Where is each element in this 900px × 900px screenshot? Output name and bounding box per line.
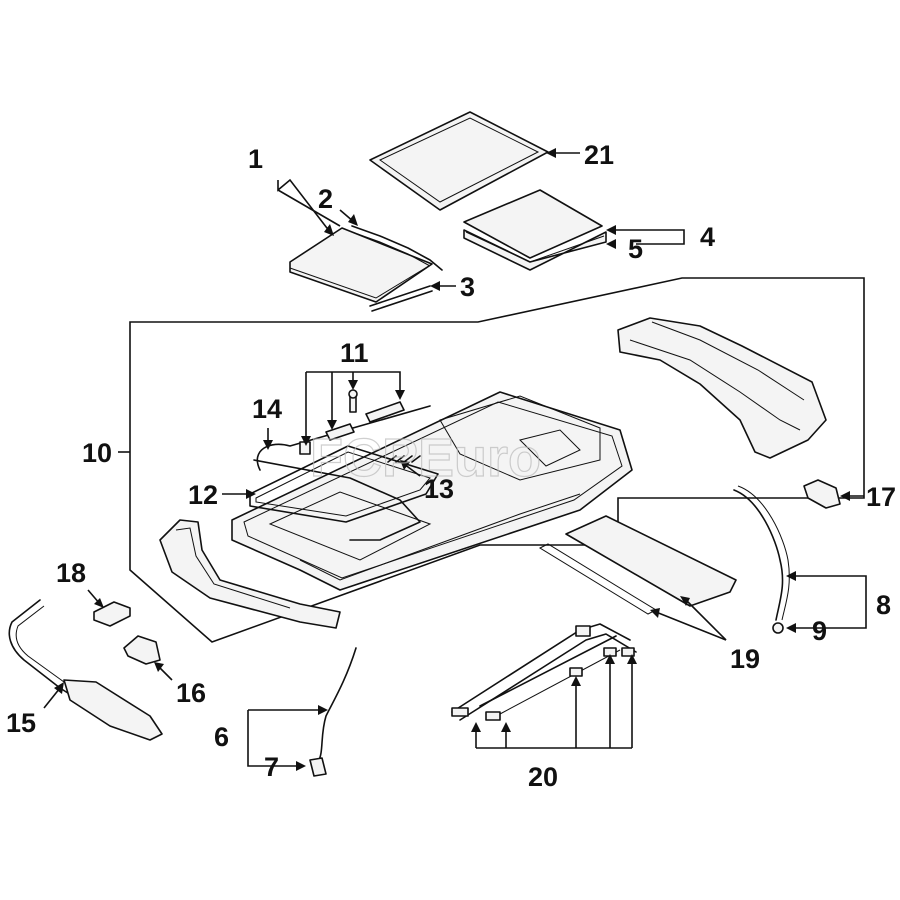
callout-labels: 1 2 3 21 4 5 10 11 14 12 13 17 8 9 19 20… — [6, 140, 896, 792]
part-2-seal — [351, 225, 443, 271]
callout-7: 7 — [264, 752, 279, 782]
part-3-strip — [369, 285, 433, 312]
leader-lines — [43, 148, 867, 771]
part-13-grommets — [387, 455, 421, 463]
part-12-seal-ring — [249, 445, 439, 523]
callout-21: 21 — [584, 140, 614, 170]
callout-2: 2 — [318, 184, 333, 214]
part-4-5-glass-stack — [463, 189, 607, 271]
part-20-mechanism — [451, 623, 637, 721]
part-8-drain-hose — [733, 489, 784, 621]
front-frame-rail — [159, 519, 341, 629]
callout-17: 17 — [866, 482, 896, 512]
callout-3: 3 — [460, 272, 475, 302]
part-11-clips — [299, 389, 405, 455]
rear-frame-panel — [617, 317, 827, 459]
watermark-text: FCPEuro — [310, 428, 541, 488]
callout-10: 10 — [82, 438, 112, 468]
callout-9: 9 — [812, 616, 827, 646]
part-6-cable — [317, 647, 357, 763]
callout-18: 18 — [56, 558, 86, 588]
part-7-end-cap — [309, 757, 327, 777]
callout-1: 1 — [248, 144, 263, 174]
assembly-10-outline — [129, 277, 865, 643]
part-16-module — [123, 635, 161, 665]
sunroof-frame-assembly — [231, 391, 633, 591]
part-19-sunshade — [538, 515, 737, 615]
callout-19: 19 — [730, 644, 760, 674]
part-14-track — [253, 459, 421, 541]
callout-11: 11 — [340, 338, 369, 368]
part-1-panel — [289, 227, 433, 303]
part-18-switch — [93, 601, 131, 627]
callout-16: 16 — [176, 678, 206, 708]
callout-5: 5 — [628, 234, 643, 264]
callout-8: 8 — [876, 590, 891, 620]
part-14-cable — [256, 405, 431, 471]
part-15-cable-bracket — [8, 599, 163, 741]
part-9-grommet — [772, 622, 784, 634]
callout-20: 20 — [528, 762, 558, 792]
callout-14: 14 — [252, 394, 282, 424]
callout-15: 15 — [6, 708, 36, 738]
callout-13: 13 — [424, 474, 454, 504]
part-21-glass-panel — [369, 111, 549, 211]
callout-6: 6 — [214, 722, 229, 752]
callout-12: 12 — [188, 480, 218, 510]
part-17-clip — [803, 479, 841, 509]
callout-4: 4 — [700, 222, 715, 252]
